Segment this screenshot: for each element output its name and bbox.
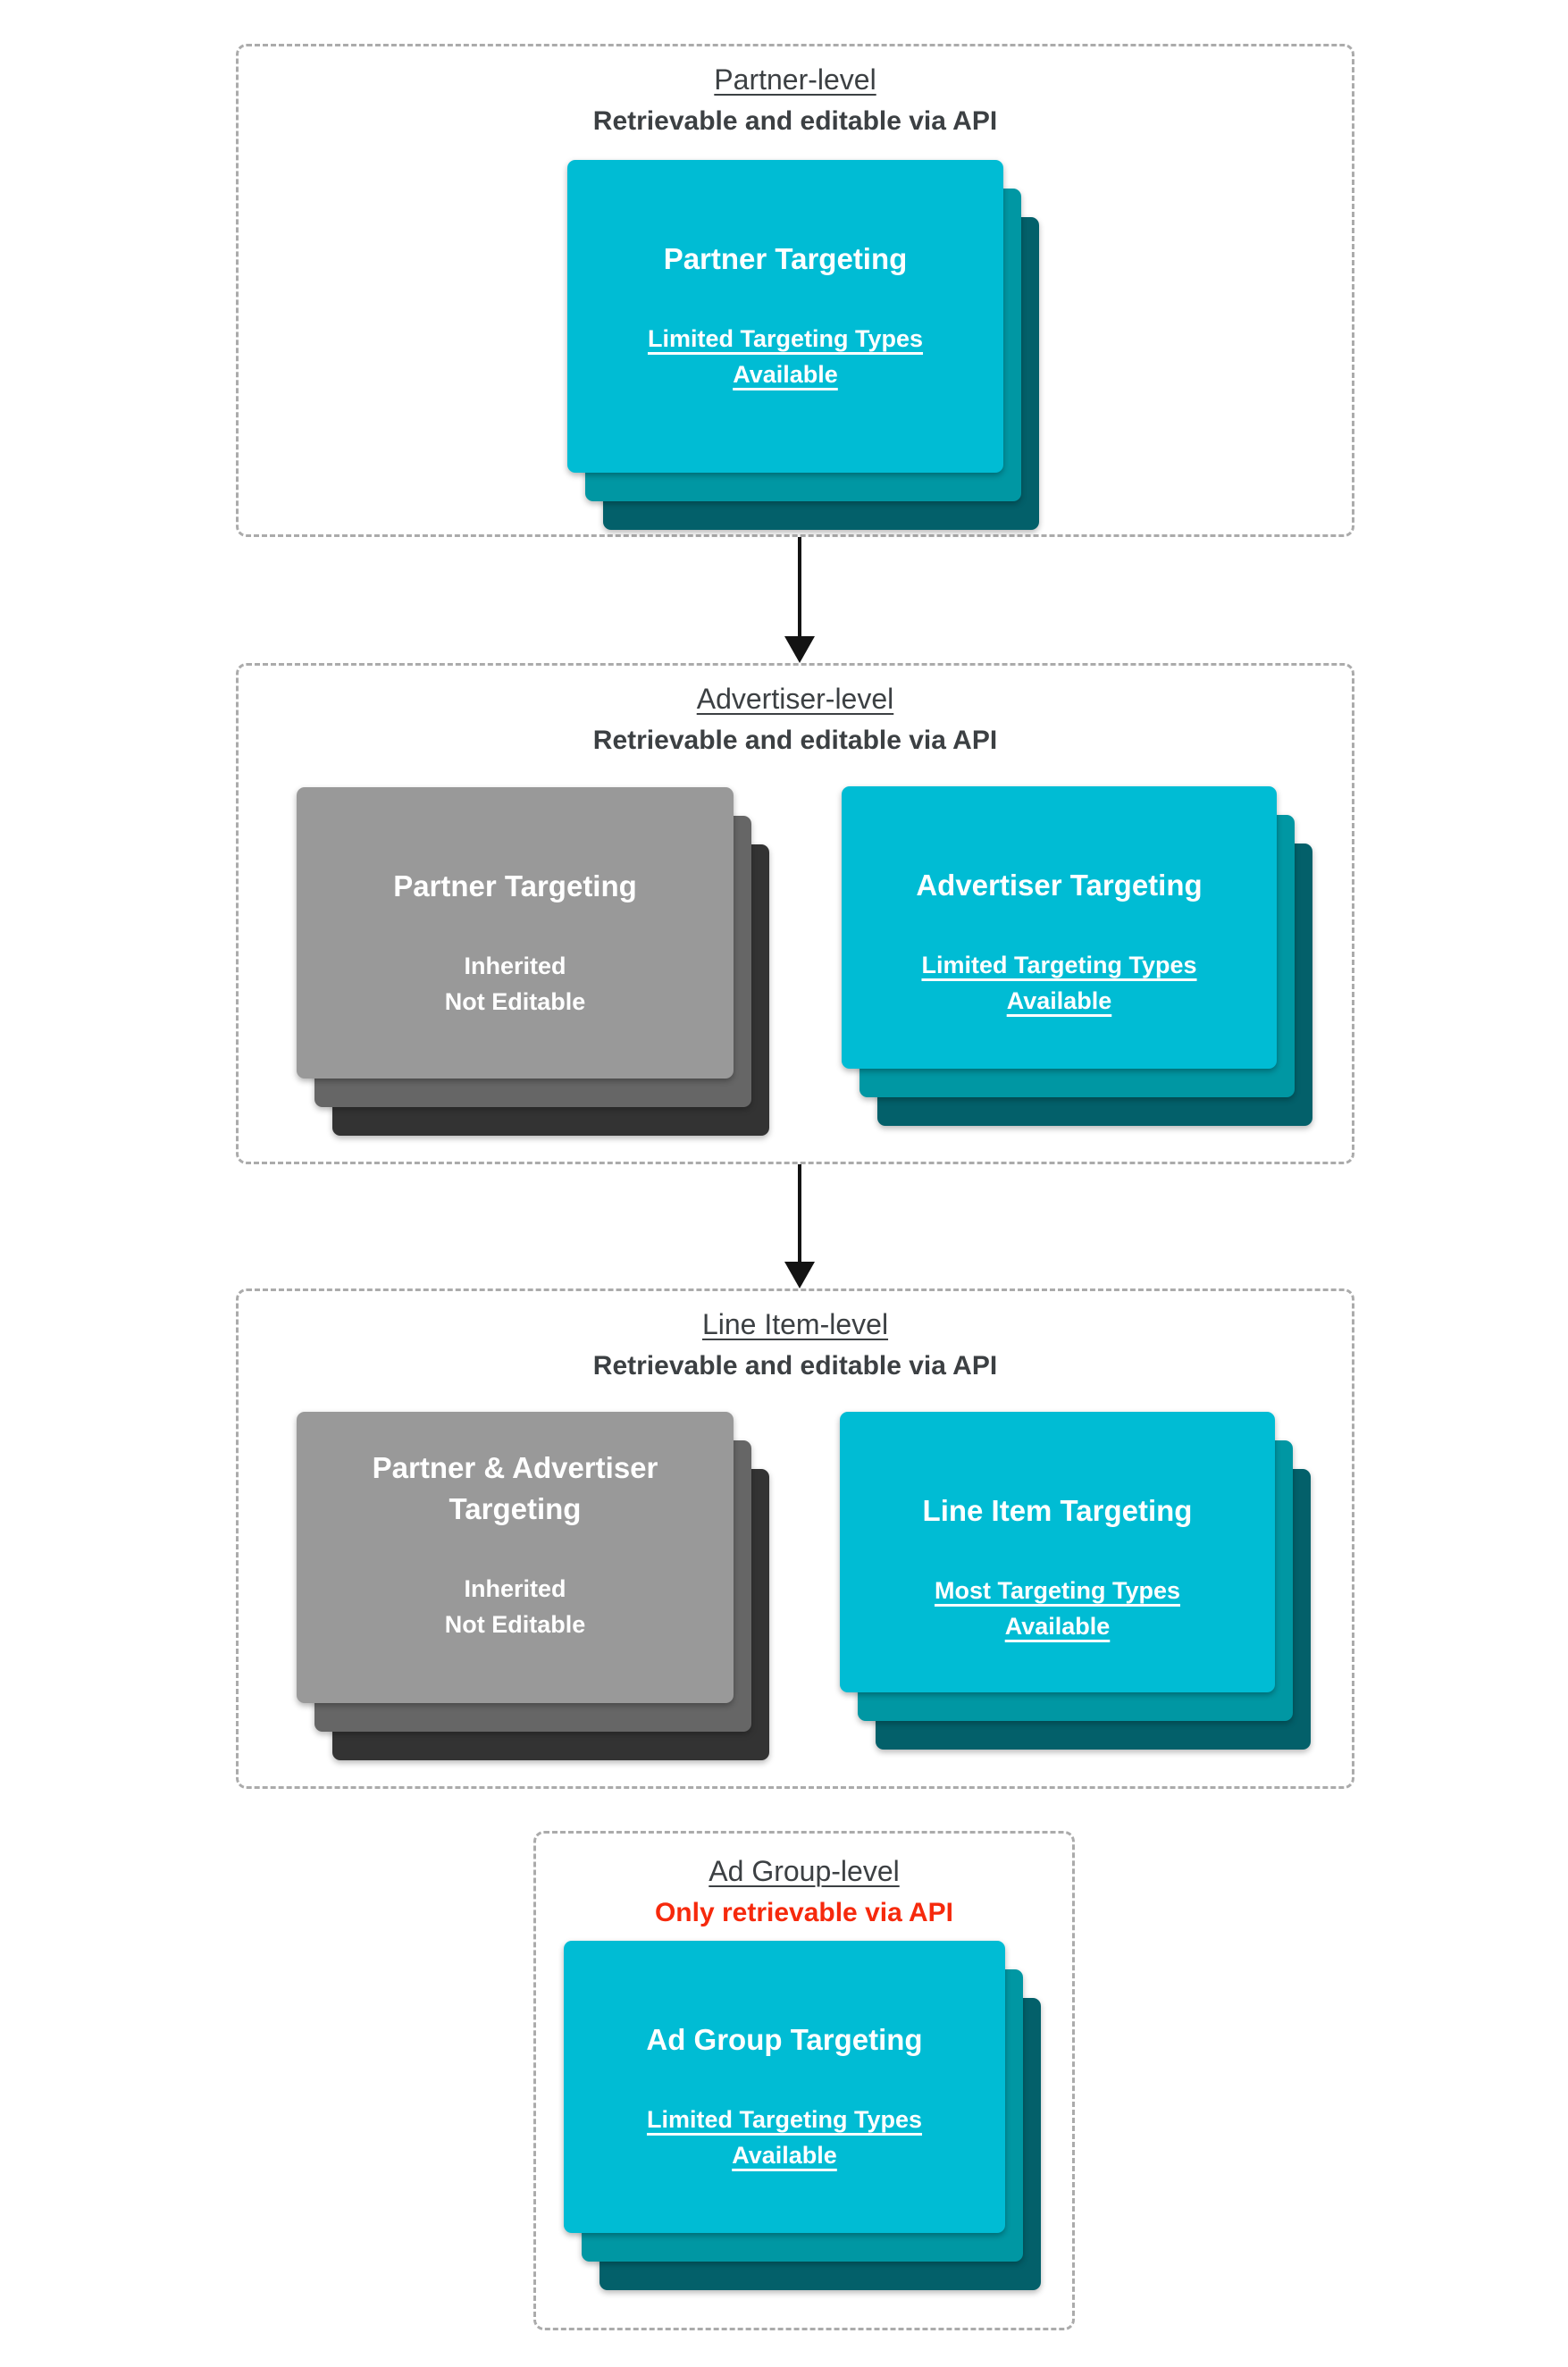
section-subtitle: Only retrievable via API	[654, 1898, 954, 1927]
section-title: Advertiser-level	[696, 683, 894, 715]
card-title: Partner Targeting	[663, 242, 908, 275]
section-subtitle: Retrievable and editable via API	[592, 106, 998, 136]
card-advertiser-targeting: Advertiser Targeting Limited Targeting T…	[842, 786, 1312, 1126]
card-face: Advertiser Targeting Limited Targeting T…	[842, 786, 1277, 1069]
card-title: Advertiser Targeting	[916, 869, 1203, 902]
card-ad-group-targeting: Ad Group Targeting Limited Targeting Typ…	[564, 1941, 1041, 2290]
card-face: Line Item Targeting Most Targeting Types…	[840, 1412, 1275, 1692]
card-face: Ad Group Targeting Limited Targeting Typ…	[564, 1941, 1005, 2233]
section-title: Ad Group-level	[709, 1855, 900, 1887]
section-header: Ad Group-level Only retrievable via API	[536, 1834, 1072, 1933]
arrow-head-icon	[784, 1262, 815, 1288]
flow-arrow-advertiser-to-line-item	[784, 1164, 815, 1288]
card-line-item-targeting: Line Item Targeting Most Targeting Types…	[840, 1412, 1311, 1750]
section-advertiser-level: Advertiser-level Retrievable and editabl…	[236, 663, 1354, 1164]
card-title: Line Item Targeting	[922, 1494, 1193, 1527]
section-title: Line Item-level	[701, 1308, 889, 1340]
arrow-line	[798, 1164, 801, 1262]
section-ad-group-level: Ad Group-level Only retrievable via API	[533, 1831, 1075, 2330]
arrow-line	[798, 537, 801, 636]
section-header: Partner-level Retrievable and editable v…	[239, 46, 1352, 141]
section-line-item-level: Line Item-level Retrievable and editable…	[236, 1288, 1354, 1789]
section-header: Advertiser-level Retrievable and editabl…	[239, 666, 1352, 760]
card-partner-targeting: Partner Targeting Limited Targeting Type…	[567, 160, 1039, 530]
card-title: Partner Targeting	[393, 869, 637, 902]
arrow-head-icon	[784, 636, 815, 663]
section-subtitle: Retrievable and editable via API	[592, 726, 998, 755]
section-header: Line Item-level Retrievable and editable…	[239, 1291, 1352, 1386]
section-partner-level: Partner-level Retrievable and editable v…	[236, 44, 1354, 537]
section-subtitle: Retrievable and editable via API	[592, 1351, 998, 1381]
section-title: Partner-level	[714, 63, 876, 96]
card-title: Ad Group Targeting	[646, 2023, 923, 2056]
flow-arrow-partner-to-advertiser	[784, 537, 815, 663]
card-face: Partner Targeting Limited Targeting Type…	[567, 160, 1003, 473]
